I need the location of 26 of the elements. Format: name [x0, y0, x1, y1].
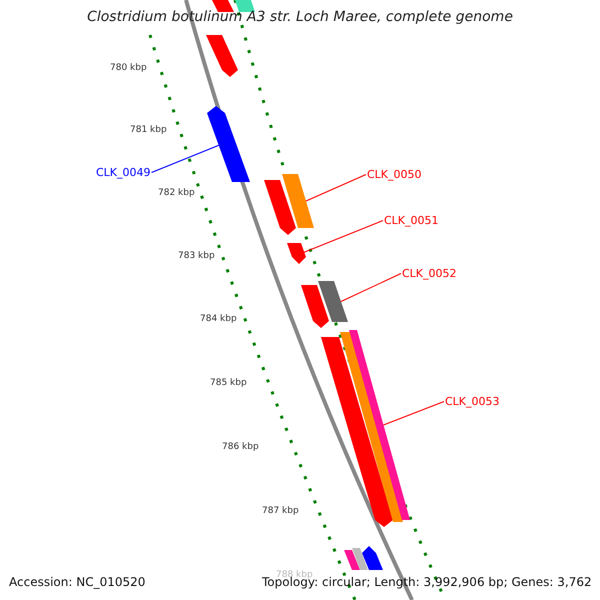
- scale-label: 786 kbp: [222, 442, 259, 452]
- leader-line: [383, 401, 444, 426]
- leader-line: [340, 273, 402, 302]
- gene-feature: [318, 281, 348, 322]
- leader-line: [306, 174, 366, 202]
- scale-label: 781 kbp: [130, 125, 167, 135]
- gene-label: CLK_0050: [367, 168, 422, 181]
- gene-label: CLK_0049: [96, 166, 151, 179]
- info-text: Topology: circular; Length: 3,992,906 bp; Genes: 3,762: [262, 575, 592, 589]
- scale-label: 787 kbp: [262, 506, 299, 516]
- leader-line: [303, 220, 384, 253]
- scale-label: 785 kbp: [210, 378, 247, 388]
- gene-feature: [287, 243, 306, 264]
- scale-label: 780 kbp: [110, 63, 147, 73]
- gene-label: CLK_0052: [402, 267, 457, 280]
- gene-label: CLK_0053: [445, 395, 500, 408]
- gene-feature: [282, 174, 314, 228]
- scale-label: 782 kbp: [158, 188, 195, 198]
- scale-label: 783 kbp: [178, 251, 215, 261]
- scale-label: 784 kbp: [200, 314, 237, 324]
- info-text: Accession: NC_010520: [9, 575, 146, 589]
- chart-title: Clostridium botulinum A3 str. Loch Maree, complete genome: [86, 9, 514, 25]
- leader-line: [151, 144, 220, 173]
- gene-feature: [349, 330, 410, 520]
- gene-feature: [207, 106, 250, 182]
- gene-label: CLK_0051: [384, 214, 439, 227]
